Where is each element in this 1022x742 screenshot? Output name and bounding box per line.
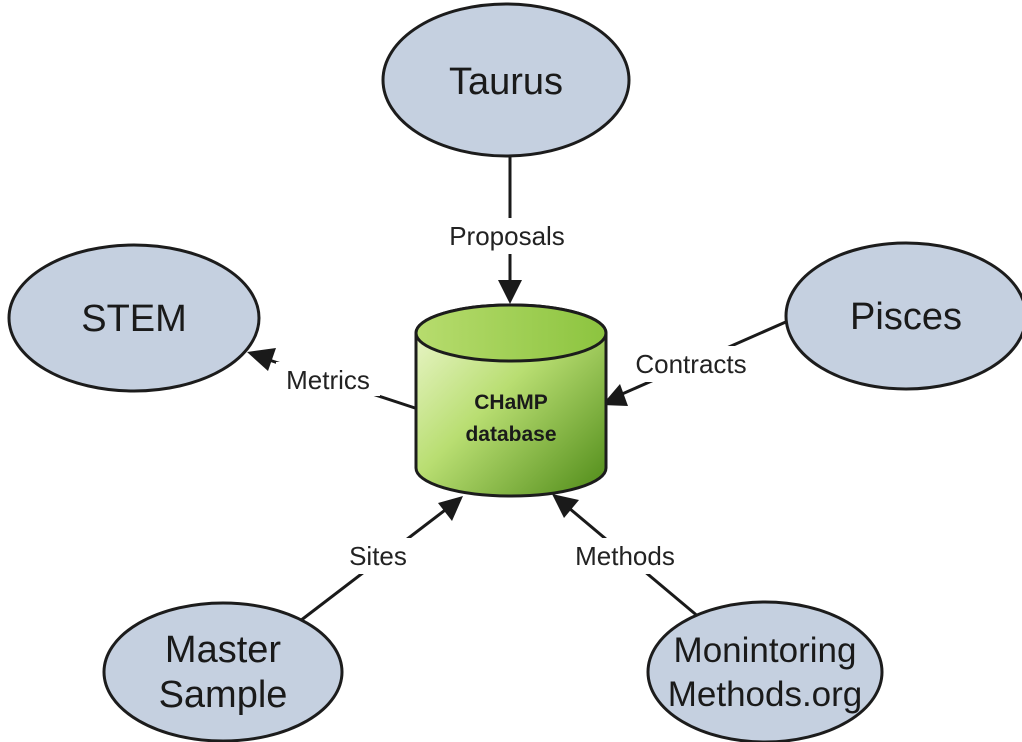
node-master-sample: Master Sample (102, 601, 344, 742)
node-label-master-line2: Sample (159, 674, 288, 716)
edge-label-sites: Sites (349, 541, 407, 571)
edge-label-contracts: Contracts (635, 349, 746, 379)
node-label-taurus: Taurus (449, 61, 563, 103)
node-taurus: Taurus (381, 2, 631, 158)
node-pisces: Pisces (784, 241, 1022, 391)
node-label-stem: STEM (81, 298, 187, 340)
edge-label-proposals: Proposals (449, 221, 565, 251)
arrow-head-methods (552, 494, 579, 518)
database-top (414, 303, 608, 363)
node-label-monitoring-line2: Methods.org (668, 675, 863, 714)
node-label-pisces: Pisces (850, 296, 962, 338)
edge-label-methods: Methods (575, 541, 675, 571)
arrow-head-proposals (498, 280, 522, 304)
arrow-head-metrics (247, 348, 276, 371)
edge-contracts: Contracts (602, 319, 789, 406)
database-label-line2: database (465, 423, 556, 446)
edge-sites: Sites (299, 496, 463, 623)
champ-database: CHaMP database (414, 303, 608, 498)
database-label-line1: CHaMP (474, 391, 548, 414)
node-monitoring-methods: Monintoring Methods.org (646, 600, 884, 742)
arrow-head-contracts (602, 384, 628, 406)
edge-methods: Methods (552, 494, 701, 620)
node-stem: STEM (7, 243, 261, 393)
edge-proposals: Proposals (434, 153, 580, 304)
arrow-head-sites (438, 496, 463, 521)
edge-label-metrics: Metrics (286, 365, 370, 395)
node-label-monitoring-line1: Monintoring (674, 631, 857, 670)
edge-metrics: Metrics (247, 348, 416, 410)
node-label-master-line1: Master (165, 629, 281, 671)
